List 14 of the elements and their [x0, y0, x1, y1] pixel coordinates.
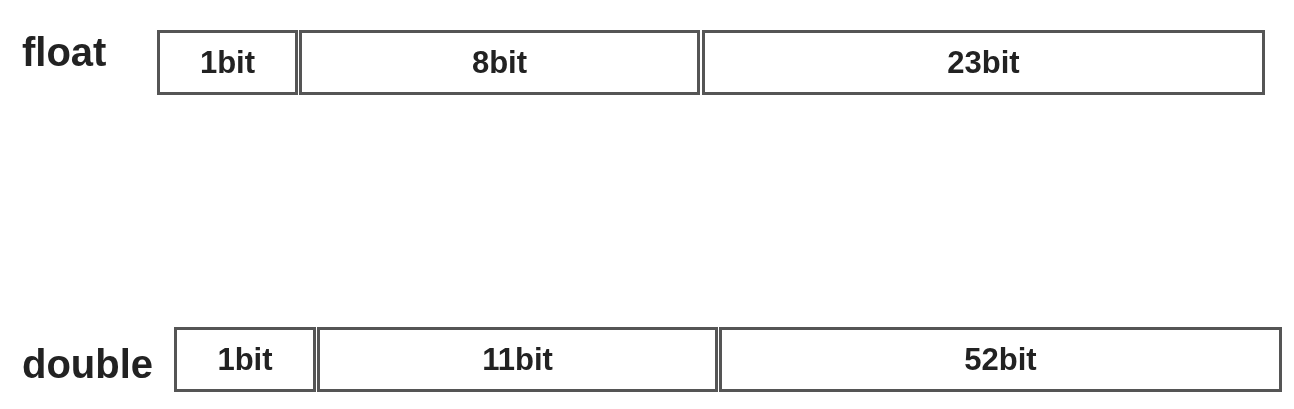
bit-field-box: [317, 327, 718, 392]
bit-width-text: 23bit: [947, 44, 1020, 81]
bit-width-text: 1bit: [199, 44, 256, 81]
bit-width-text: 52bit: [964, 341, 1037, 378]
bit-field-box: [157, 30, 298, 95]
bit-field-box: [719, 327, 1282, 392]
row-label: double: [22, 344, 154, 384]
bit-width-text: 8bit: [471, 44, 528, 81]
bit-field-box: [174, 327, 316, 392]
bit-width-text: 11bit: [482, 341, 553, 378]
bit-field-box: [299, 30, 700, 95]
bit-field-box: [702, 30, 1265, 95]
row-label: float: [22, 32, 107, 72]
bit-width-text: 1bit: [217, 341, 273, 378]
